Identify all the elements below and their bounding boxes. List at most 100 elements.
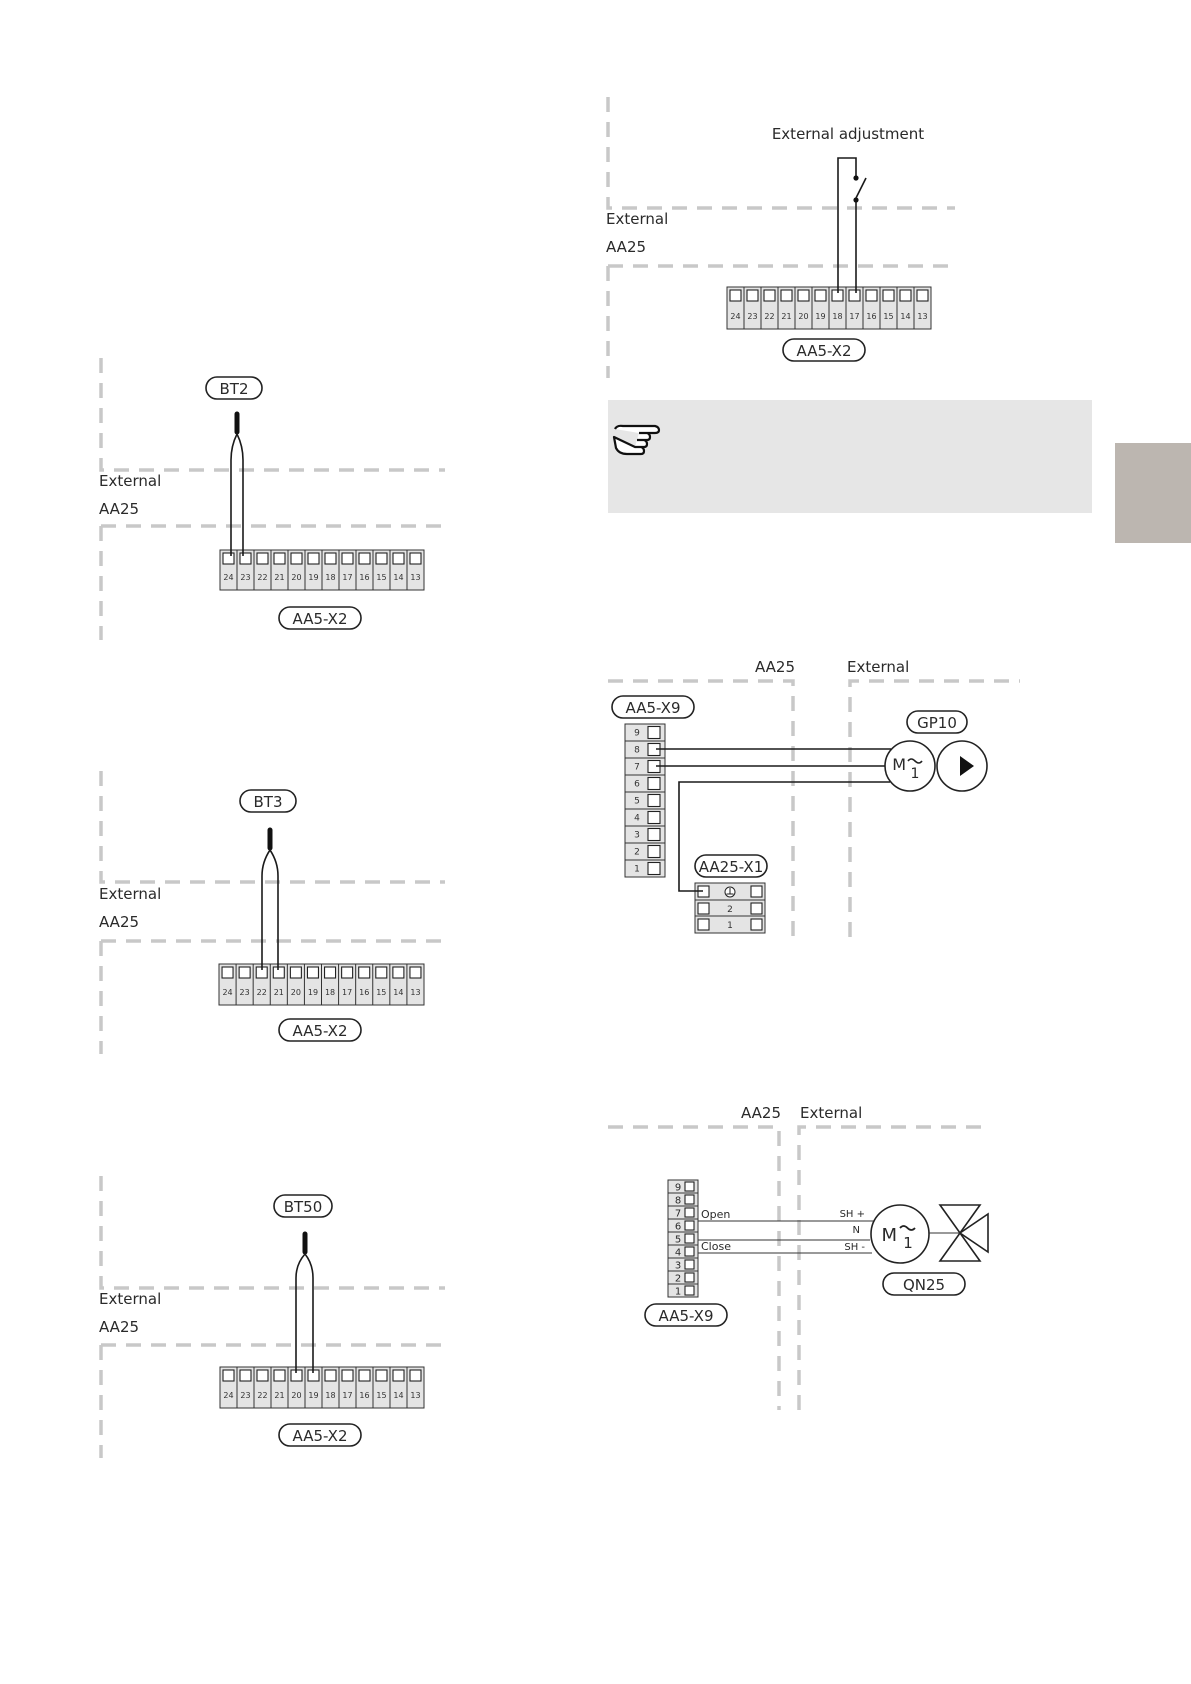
sensor-label: BT50 [284, 1198, 323, 1216]
terminal-screw [684, 1272, 695, 1283]
terminal-screw [306, 966, 320, 979]
terminal-number: 2 [634, 848, 640, 858]
terminal-number: 1 [675, 1287, 681, 1298]
terminal-number: 16 [359, 573, 369, 582]
terminal-number: 19 [815, 312, 825, 321]
terminal-number: 15 [376, 1391, 386, 1400]
terminal-screw [324, 552, 337, 565]
terminal-screw [324, 1369, 337, 1382]
pill-gp10: GP10 [906, 710, 968, 734]
sensor-probe [261, 827, 279, 970]
terminal-number: 17 [342, 573, 352, 582]
terminal-screw [341, 966, 354, 979]
terminal-screw [358, 1369, 371, 1382]
side-label-external: External [99, 885, 161, 903]
terminal-screw [239, 1369, 252, 1382]
terminal-number: 6 [675, 1222, 681, 1233]
terminal-number: 20 [291, 1391, 301, 1400]
terminal-number: 7 [634, 763, 640, 773]
connector-label: AA5-X9 [659, 1307, 714, 1325]
adjustment-title: External adjustment [772, 125, 924, 143]
terminal-number: 16 [359, 988, 369, 997]
terminal-screw [865, 289, 878, 302]
note-box [608, 400, 1092, 513]
terminal-screw [307, 552, 320, 565]
terminal-screw [409, 1369, 422, 1382]
motor-label: M [892, 755, 906, 774]
terminal-number: 16 [866, 312, 876, 321]
terminal-number: 24 [730, 312, 740, 321]
earth-connector-label: AA25-X1 [699, 858, 764, 876]
terminal-number: 23 [240, 573, 250, 582]
terminal-number: 5 [675, 1235, 681, 1246]
terminal-screw [358, 966, 371, 979]
terminal-screw [256, 552, 269, 565]
terminal-screw [763, 289, 776, 302]
terminal-number: 21 [274, 988, 284, 997]
side-label-external: External [606, 210, 668, 228]
terminal-screw [684, 1246, 695, 1257]
terminal-screw [238, 966, 251, 979]
terminal-screw [814, 289, 827, 302]
terminal-number: 17 [342, 988, 352, 997]
terminal-screw [899, 289, 912, 302]
motor-icon: M 1 [884, 740, 936, 792]
pump-icon [936, 740, 988, 792]
terminal-number: 18 [325, 573, 335, 582]
terminal-screw [409, 552, 422, 565]
terminal-number: 20 [798, 312, 808, 321]
terminal-number: 4 [675, 1248, 681, 1259]
terminal-screw [684, 1220, 695, 1231]
terminal-screw [222, 552, 235, 565]
terminal-number: 8 [675, 1196, 681, 1207]
terminal-number: 13 [410, 1391, 420, 1400]
valve-wires [698, 1220, 878, 1254]
pill-aa5-x9: AA5-X9 [644, 1303, 728, 1327]
terminal-number: 15 [376, 988, 386, 997]
pill-aa5-x2: AA5-X2 [782, 338, 866, 362]
pill-bt3: BT3 [239, 789, 297, 813]
close-label: Close [701, 1240, 731, 1253]
terminal-number: 21 [274, 573, 284, 582]
terminal-number: 1 [634, 865, 640, 875]
terminal-number: 23 [240, 1391, 250, 1400]
signal-sh-minus: SH - [844, 1242, 865, 1253]
terminal-number: 23 [240, 988, 250, 997]
earth-terminal-number: 2 [727, 905, 733, 915]
terminal-screw [647, 827, 661, 842]
terminal-number: 8 [634, 746, 640, 756]
signal-sh-plus: SH + [840, 1209, 865, 1220]
terminal-number: 17 [342, 1391, 352, 1400]
terminal-screw [797, 289, 810, 302]
device-label: QN25 [903, 1276, 945, 1294]
terminal-screw [729, 289, 742, 302]
terminal-screw [684, 1259, 695, 1270]
pointing-hand-icon [612, 424, 661, 456]
terminal-number: 24 [223, 1391, 233, 1400]
motor-icon: M 1 [870, 1204, 930, 1264]
terminal-screw [273, 1369, 286, 1382]
terminal-number: 19 [308, 988, 318, 997]
terminal-number: 6 [634, 780, 640, 790]
side-label-aa25: AA25 [755, 658, 795, 676]
terminal-screw [392, 1369, 405, 1382]
terminal-screw [323, 966, 337, 979]
side-label-aa25: AA25 [99, 500, 139, 518]
terminal-number: 21 [274, 1391, 284, 1400]
side-label-external: External [800, 1104, 862, 1122]
terminal-number: 14 [900, 312, 910, 321]
terminal-number: 15 [883, 312, 893, 321]
terminal-screw [290, 552, 303, 565]
terminal-screw [647, 810, 661, 825]
pill-aa5-x2: AA5-X2 [278, 606, 362, 630]
terminal-screw [289, 966, 302, 979]
